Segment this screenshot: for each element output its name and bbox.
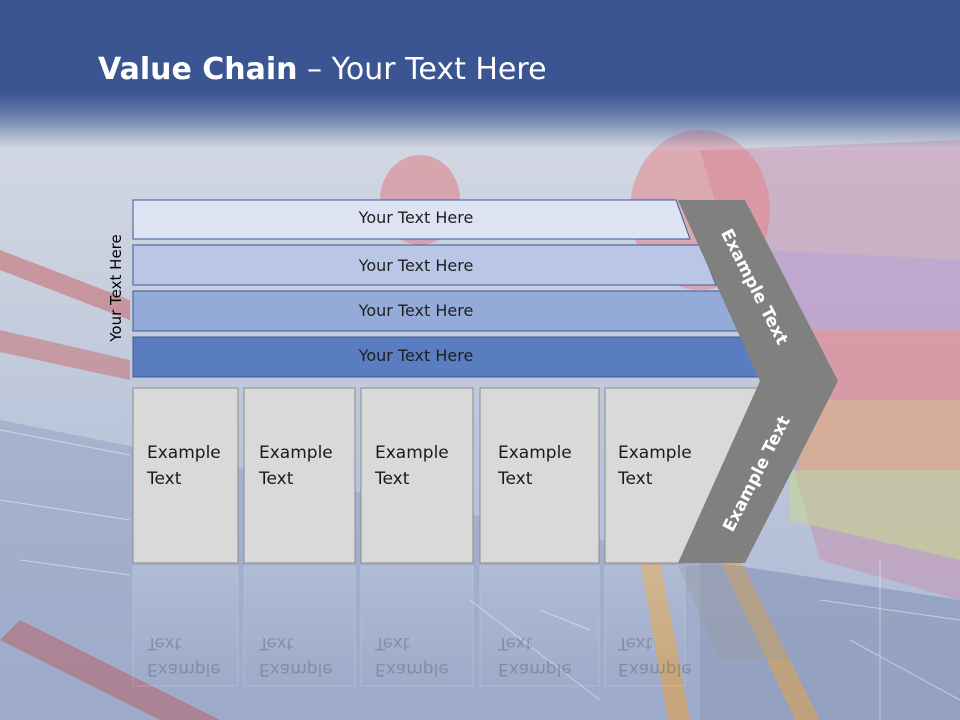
bar-label-1: Your Text Here	[358, 208, 474, 227]
title-rest: – Your Text Here	[297, 52, 547, 87]
header-band	[0, 0, 960, 150]
bar-label-3: Your Text Here	[358, 301, 474, 320]
chevron-reflection	[678, 566, 790, 660]
box-label-1-line1: Example	[147, 443, 221, 463]
box-reflection-3-line1: Example	[375, 659, 449, 679]
bar-label-4: Your Text Here	[358, 346, 474, 365]
box-reflection-3: Example Text	[375, 630, 475, 682]
box-reflection-3-line2: Text	[375, 633, 410, 653]
box-reflection-4-line2: Text	[498, 633, 533, 653]
box-label-1-line2: Text	[147, 469, 182, 489]
box-reflection-1-line2: Text	[147, 633, 182, 653]
box-reflection-1: Example Text	[147, 630, 247, 682]
box-label-4-line1: Example	[498, 443, 572, 463]
box-reflection-5: Example Text	[618, 630, 718, 682]
box-label-5-line1: Example	[618, 443, 692, 463]
box-shape-3	[360, 387, 474, 564]
box-reflection-1-line1: Example	[147, 659, 221, 679]
box-reflection-2: Example Text	[259, 630, 359, 682]
box-shape-2	[243, 387, 356, 564]
box-label-5-line2: Text	[618, 469, 653, 489]
chevron-arrow	[678, 200, 838, 563]
bar-shape-2	[132, 244, 717, 286]
box-reflection-4: Example Text	[498, 630, 598, 682]
boxes-reflection	[132, 565, 686, 687]
bar-label-2: Your Text Here	[358, 256, 474, 275]
box-label-3-line2: Text	[375, 469, 410, 489]
box-reflection-5-line2: Text	[618, 633, 653, 653]
box-reflection-4-line1: Example	[498, 659, 572, 679]
box-label-2-line1: Example	[259, 443, 333, 463]
bar-shape-1	[132, 199, 691, 240]
box-label-3-line1: Example	[375, 443, 449, 463]
box-shape-1	[132, 387, 239, 564]
page-title: Value Chain – Your Text Here	[98, 52, 547, 87]
box-reflection-2-line1: Example	[259, 659, 333, 679]
box-label-4-line2: Text	[498, 469, 533, 489]
box-shape-4	[479, 387, 600, 564]
box-reflection-5-line1: Example	[618, 659, 692, 679]
box-reflection-2-line2: Text	[259, 633, 294, 653]
box-label-2-line2: Text	[259, 469, 294, 489]
title-strong: Value Chain	[98, 52, 298, 87]
